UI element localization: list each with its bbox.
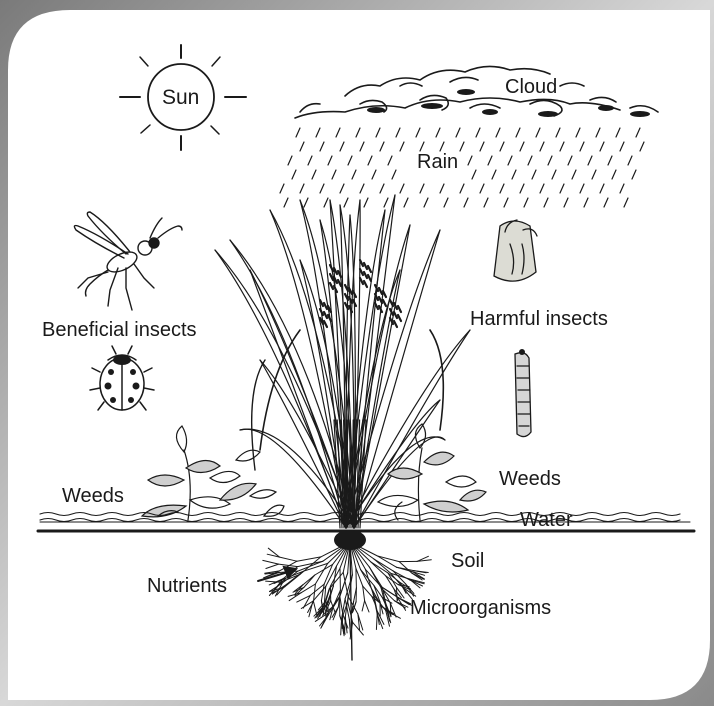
root-crown: [334, 530, 366, 550]
water-icon: [40, 513, 690, 523]
rice-plant-icon: [215, 195, 470, 528]
arrow-icon: [258, 567, 296, 581]
nutrients-label: Nutrients: [147, 576, 227, 596]
caterpillar-icon: [515, 349, 531, 437]
cloud-label: Cloud: [505, 77, 557, 97]
ladybug-icon: [90, 346, 154, 410]
moth-icon: [494, 220, 537, 281]
soil-label: Soil: [451, 551, 484, 571]
sun-label: Sun: [162, 87, 199, 108]
rain-label: Rain: [417, 152, 458, 172]
microorganisms-label: Microorganisms: [410, 598, 551, 618]
harmful-insects-label: Harmful insects: [470, 309, 608, 329]
roots-icon: [263, 542, 432, 660]
weeds-label-left: Weeds: [62, 486, 124, 506]
water-label: Water: [520, 510, 573, 530]
weed-icon: [142, 426, 284, 520]
beneficial-insects-label: Beneficial insects: [42, 320, 197, 340]
cloud-icon: [295, 66, 658, 118]
weeds-label-right: Weeds: [499, 469, 561, 489]
wasp-icon: [74, 212, 182, 310]
rain-icon: [280, 128, 644, 207]
